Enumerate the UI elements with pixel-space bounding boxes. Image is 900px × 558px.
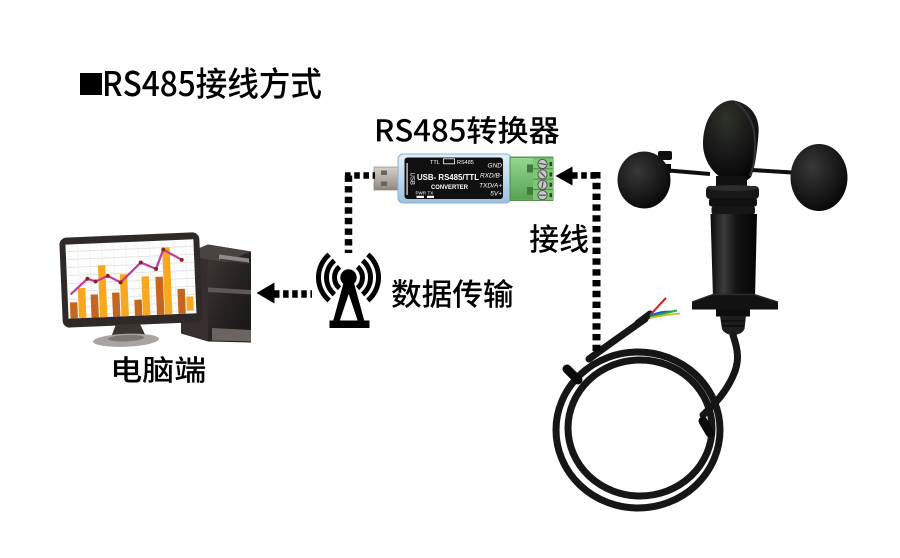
- svg-text:USB- RS485/TTL: USB- RS485/TTL: [417, 173, 479, 182]
- svg-text:TXD/A+: TXD/A+: [479, 183, 502, 190]
- svg-text:RXD/B-: RXD/B-: [480, 173, 503, 180]
- svg-text:PWR: PWR: [416, 191, 427, 196]
- svg-text:RS485: RS485: [457, 160, 474, 166]
- svg-text:5V+: 5V+: [490, 191, 502, 198]
- svg-text:TX: TX: [428, 191, 434, 196]
- svg-text:USB: USB: [409, 173, 415, 185]
- svg-text:CONVERTER: CONVERTER: [431, 184, 468, 191]
- svg-text:TTL: TTL: [430, 160, 440, 166]
- svg-text:GND: GND: [488, 163, 503, 170]
